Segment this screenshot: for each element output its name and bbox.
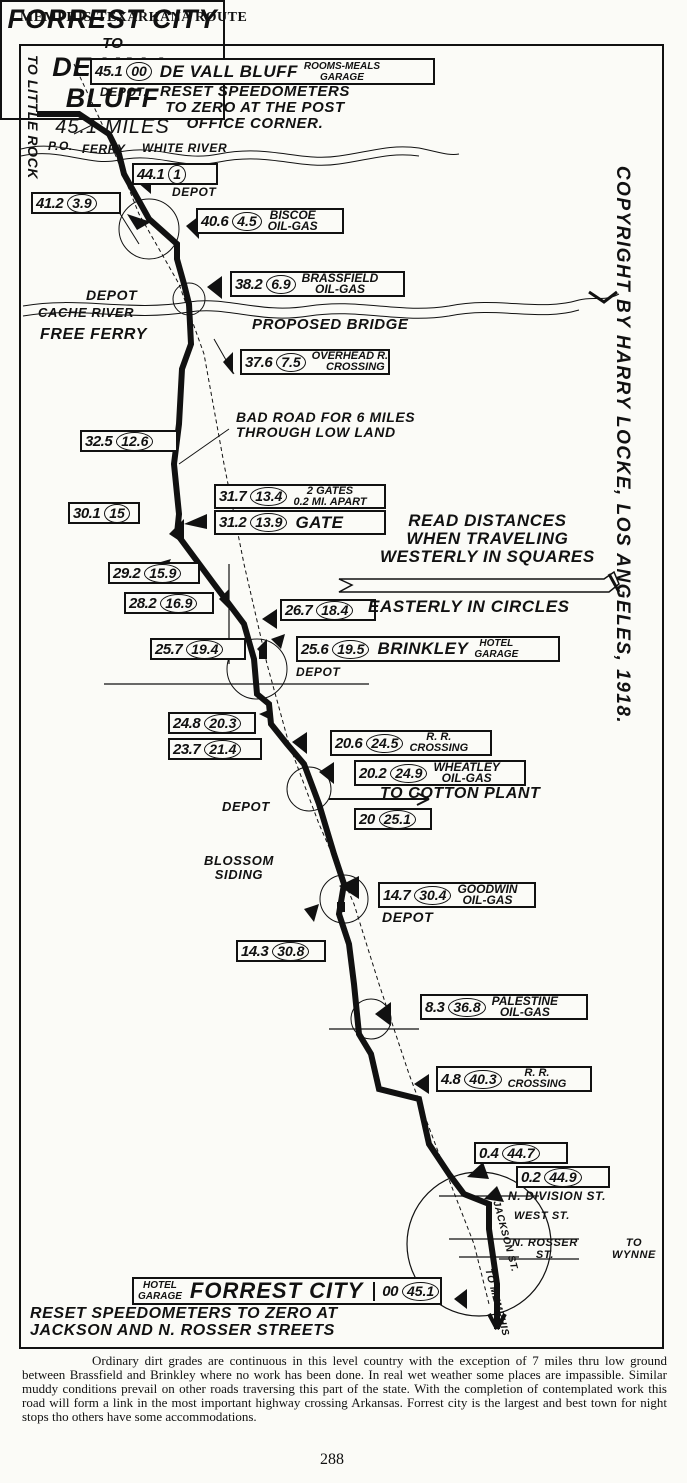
route-line	[37, 111, 500, 1329]
label-cache-river: CACHE RIVER	[38, 305, 135, 320]
legend-arrow	[338, 570, 620, 593]
railroad	[73, 63, 490, 1305]
label-n-division: N. DIVISION ST.	[508, 1189, 607, 1203]
legend-westerly: READ DISTANCES WHEN TRAVELING WESTERLY I…	[380, 511, 595, 566]
page-header: MEMPHIS-TEXARKANA ROUTE	[20, 10, 248, 25]
end-note: RESET SPEEDOMETERS TO ZERO AT JACKSON AN…	[30, 1305, 338, 1339]
label-depot-goodwin: DEPOT	[382, 909, 434, 925]
footnote: Ordinary dirt grades are continuous in t…	[22, 1353, 667, 1424]
label-to-cotton-plant: TO COTTON PLANT	[380, 785, 541, 802]
label-to-little-rock: TO LITTLE ROCK	[25, 55, 41, 180]
route-map	[20, 63, 621, 1330]
label-blossom-siding: BLOSSOM SIDING	[204, 853, 274, 882]
title-line-1: FORREST CITY	[7, 4, 218, 34]
label-po: P.O.	[48, 139, 73, 153]
label-proposed-bridge: PROPOSED BRIDGE	[252, 316, 409, 333]
label-depot-wheatley: DEPOT	[222, 799, 270, 814]
label-bad-road: BAD ROAD FOR 6 MILES THROUGH LOW LAND	[236, 409, 416, 440]
label-depot-brinkley: DEPOT	[296, 665, 341, 679]
legend-easterly: EASTERLY IN CIRCLES	[368, 597, 570, 616]
label-free-ferry: FREE FERRY	[40, 326, 148, 343]
label-depot-biscoe: DEPOT	[172, 185, 217, 199]
page-number: 288	[320, 1451, 344, 1468]
title-distance: 45.1 MILES	[55, 116, 170, 138]
copyright-notice: COPYRIGHT BY HARRY LOCKE, LOS ANGELES, 1…	[612, 165, 633, 725]
white-river	[20, 145, 460, 158]
cache-river	[22, 293, 620, 309]
label-ferry: FERRY	[82, 142, 126, 156]
label-white-river: WHITE RIVER	[142, 141, 228, 155]
label-n-rosser: N. ROSSER ST.	[512, 1237, 578, 1261]
label-to-wynne: TO WYNNE	[612, 1237, 656, 1261]
title-line-2: TO	[102, 35, 123, 52]
map-frame	[19, 44, 664, 1349]
label-depot-top: DEPOT.	[100, 85, 148, 99]
label-west-st: WEST ST.	[514, 1210, 570, 1222]
label-depot-brassfield: DEPOT	[86, 287, 138, 303]
start-note: RESET SPEEDOMETERS TO ZERO AT THE POST O…	[160, 83, 351, 132]
